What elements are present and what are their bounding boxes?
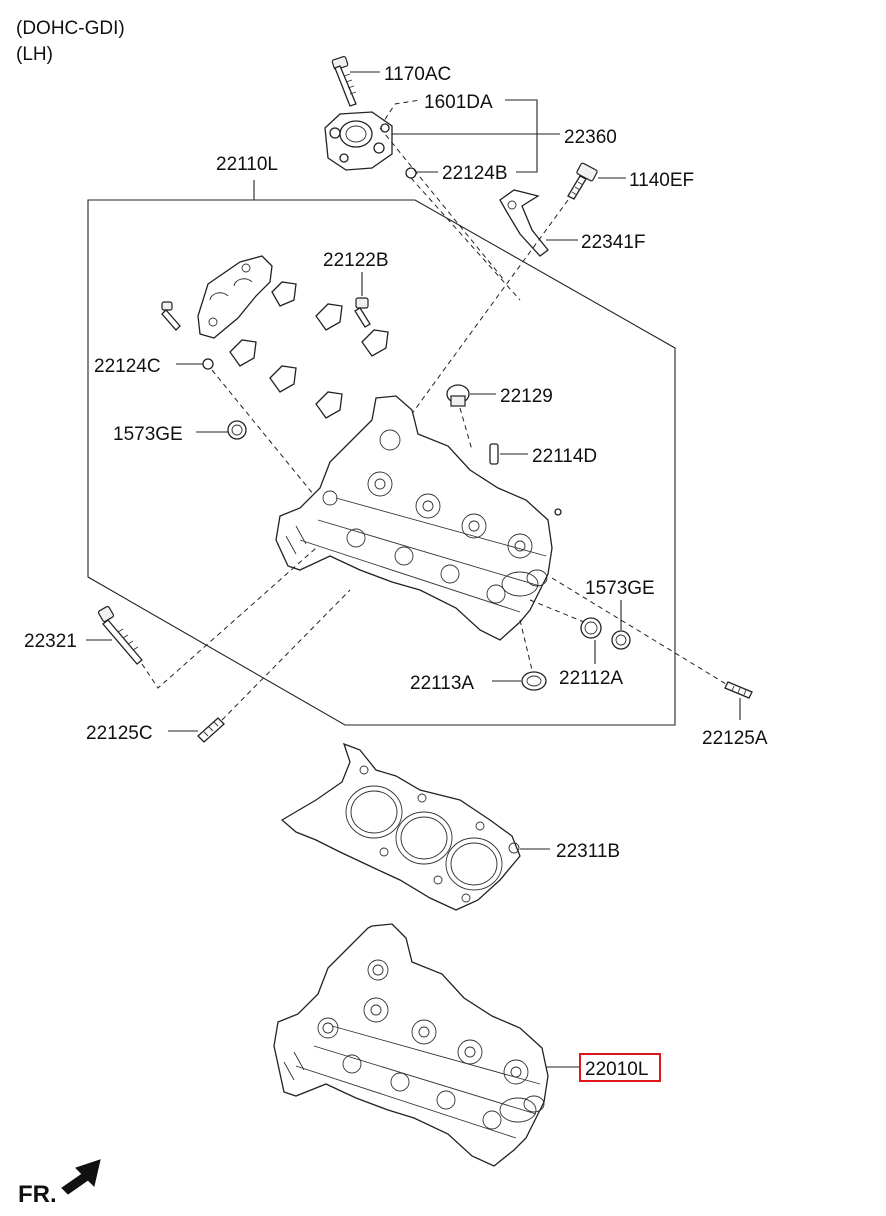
label-22122B[interactable]: 22122B [323,250,389,271]
cylinder-head-22010L[interactable] [273,923,549,1167]
cap-bolt-left[interactable] [161,301,181,331]
label-22114D[interactable]: 22114D [532,446,597,467]
label-22113A[interactable]: 22113A [410,673,474,694]
arrow-front-icon [61,1159,101,1195]
seal-22113A[interactable] [521,671,547,691]
label-1573GE-lower[interactable]: 1573GE [585,578,655,599]
head-bolt-22321[interactable] [97,605,143,665]
cam-caps-row-1[interactable] [271,281,389,357]
dash-22321 [141,547,317,689]
dash-housing-1 [379,127,505,281]
side-label: (LH) [16,44,53,65]
cylinder-head-upper[interactable] [275,395,562,641]
bolt-1140EF[interactable] [567,162,598,200]
cam-caps-row-2[interactable] [229,339,343,419]
label-22341F[interactable]: 22341F [581,232,645,253]
cam-cap-front[interactable] [197,255,273,339]
label-22010L[interactable]: 22010L [585,1059,648,1080]
label-1573GE-upper[interactable]: 1573GE [113,424,183,445]
leader-1601DA [379,99,421,128]
label-22112A[interactable]: 22112A [559,668,623,689]
dash-22113A [519,619,533,671]
seal-1573GE-upper[interactable] [227,420,247,440]
bolt-1170AC[interactable] [331,56,357,107]
seal-22112A[interactable] [580,617,602,639]
label-1170AC[interactable]: 1170AC [384,64,451,85]
seal-1573GE-lower[interactable] [611,630,631,650]
stud-22125A[interactable] [724,681,753,699]
dash-housing-2 [410,177,521,301]
label-22311B[interactable]: 22311B [556,841,620,862]
plug-22129[interactable] [446,384,470,407]
dash-22125A [551,577,727,685]
label-22360[interactable]: 22360 [564,127,617,148]
engine-type-label: (DOHC-GDI) [16,18,125,39]
label-22129[interactable]: 22129 [500,386,553,407]
dowel-22124B[interactable] [405,167,417,179]
front-direction-label: FR. [18,1181,57,1208]
cylinder-head-assembly-outline [87,199,676,726]
dash-22124C [211,369,319,501]
label-22125C[interactable]: 22125C [86,723,153,744]
dash-22125C [221,589,351,721]
pin-22114D[interactable] [489,443,499,465]
label-22124C[interactable]: 22124C [94,356,161,377]
bracket-22341F[interactable] [499,189,549,257]
bolt-22122B[interactable] [354,297,371,328]
dash-1140EF [399,199,569,431]
dash-22129 [459,407,473,451]
dash-22112A [529,599,585,623]
label-22110L[interactable]: 22110L [216,154,278,175]
head-gasket-22311B[interactable] [280,742,521,911]
label-1140EF[interactable]: 1140EF [629,170,694,191]
housing-22360[interactable] [324,111,393,171]
highlight-box-22010L [579,1053,661,1082]
dowel-22124C[interactable] [202,358,214,370]
label-1601DA[interactable]: 1601DA [424,92,493,113]
label-22321[interactable]: 22321 [24,631,77,652]
label-22124B[interactable]: 22124B [442,163,508,184]
label-22125A[interactable]: 22125A [702,728,768,749]
stud-22125C[interactable] [197,717,225,743]
bracket-22360 [505,99,538,173]
